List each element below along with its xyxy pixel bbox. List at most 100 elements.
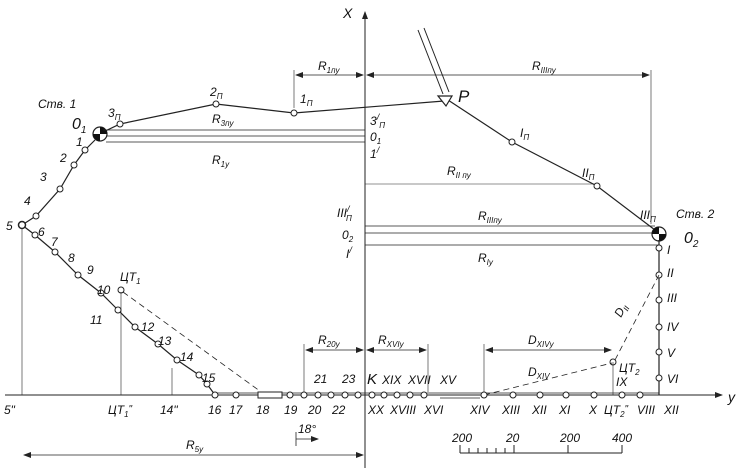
roman-top-labels: XIX XVII XV [381,373,457,387]
rXVIy-label: RXVIу [378,333,405,349]
left-chain-labels: 1 2 3 4 5 6 7 8 9 10 11 12 13 14 15 [6,135,216,385]
left-label-13: 13 [158,334,172,348]
roman-bottom-XVI: XVI [423,403,444,417]
bottom-point-XIII [509,391,517,399]
left-label-2: 2 [59,151,67,165]
p14-axis-label: 14" [160,403,178,417]
roman-bottom-XVIII: XVIII [389,403,417,417]
label-3p: 3П [108,106,121,122]
right-point-V [655,348,663,356]
upper-right-traverse [447,99,656,231]
chain-point-10 [114,306,122,314]
left-label-5: 5 [6,219,13,233]
station-1-half-2 [93,134,100,141]
right-chain-labels: I II III IV V VI [667,243,679,386]
left-label-10: 10 [97,283,111,297]
upper-point-Ip [508,138,516,146]
ct1-label: ЦТ1 [120,270,141,286]
right-label-III: III [667,291,678,305]
left-label-7: 7 [51,235,59,249]
ct1-dashed [122,291,265,395]
r2pu-label: RII пу [447,164,472,180]
upper-point-3p [116,120,124,128]
station-1-half [100,127,107,134]
chain-point-5 [17,220,27,230]
point-p-label: P [458,87,470,106]
left-label-3: 3 [40,170,47,184]
bottom-point-20 [300,391,308,399]
left-label-9: 9 [87,263,94,277]
chain-point-6 [31,231,39,239]
bottom-point-21 [327,391,335,399]
bottom-point-X [590,391,598,399]
shaft-line-1 [417,29,444,95]
bottom-point-IX [618,391,626,399]
upper-point-2p [212,100,220,108]
right-point-III [655,296,663,304]
bottom-label-16: 16 [208,403,222,417]
y-axis-label: y [727,389,736,405]
point-k-label: K [367,371,378,388]
scale-label-d: 400 [612,431,632,445]
bottom-label-23: 23 [341,372,356,386]
ct1-axis-label: ЦТ1" [108,403,133,419]
dII-dashed [614,274,660,361]
left-label-1: 1 [76,135,83,149]
ct2-axis-label: ЦТ2" [604,403,629,419]
bottom-point-XII [536,391,544,399]
bottom-label-19: 19 [284,403,298,417]
rIIIpu-mid-label: RIIIпу [478,209,503,225]
right-label-IV: IV [667,320,679,334]
roman-bottom-XIV: XIV [469,403,490,417]
shaft-line-2 [423,27,450,93]
left-label-4: 4 [24,194,31,208]
upper-left-traverse [100,100,445,134]
chain-point-12 [154,340,162,348]
bottom-points [211,391,644,399]
scale-label-b: 20 [505,431,520,445]
chain-point-4 [32,212,40,220]
bottom-point-22 [341,391,349,399]
left-label-12: 12 [141,320,155,334]
left-label-11: 11 [90,313,102,327]
chain-point-13 [173,356,181,364]
ct2-label: ЦТ2 [619,361,640,377]
bottom-label-21: 21 [313,372,327,386]
right-label-VI: VI [667,372,679,386]
left-label-8: 8 [68,251,75,265]
bottom-point-XVI [420,391,428,399]
mark-IIIp: III/П [337,204,352,223]
right-point-VI [655,374,663,382]
rIIIpu-top-label: RIIIпу [532,59,557,75]
right-label-II: II [667,266,674,280]
roman-bottom-XI: XI [558,403,571,417]
label-IIIp: IIIП [640,208,656,224]
dXIV-dashed [483,362,613,396]
chain-point-9 [97,289,105,297]
scale-label-a: 200 [451,431,472,445]
upper-point-1p [290,109,298,117]
roman-top-XVII: XVII [407,373,431,387]
bottom-label-22: 22 [331,403,346,417]
chain-point-11 [131,323,139,331]
scale-label-c: 200 [559,431,580,445]
station-2-half-2 [659,234,666,241]
r5y-label: R5у [186,438,204,454]
bottom-left-labels: 16 17 18 19 20 21 22 23 [208,372,356,417]
bottom-label-17: 17 [229,403,244,417]
rIy-label: RIу [478,251,494,267]
right-label-V: V [667,346,676,360]
r20y-label: R20у [318,333,341,349]
roman-bottom-XII: XII [531,403,547,417]
chain-point-1 [81,146,89,154]
mark-I: I/ [346,245,353,261]
roman-bottom-labels: XX XVIII XVI XIV XIII XII XI X IX VIII X… [367,375,679,417]
station-1-center: 01 [72,116,86,136]
roman-top-XV: XV [439,373,457,387]
label-1p: 1П [300,92,313,108]
bottom-point-K1 [368,391,376,399]
station-2-half [652,227,659,234]
x-axis-label: X [342,5,353,21]
bottom-point-17 [232,391,240,399]
